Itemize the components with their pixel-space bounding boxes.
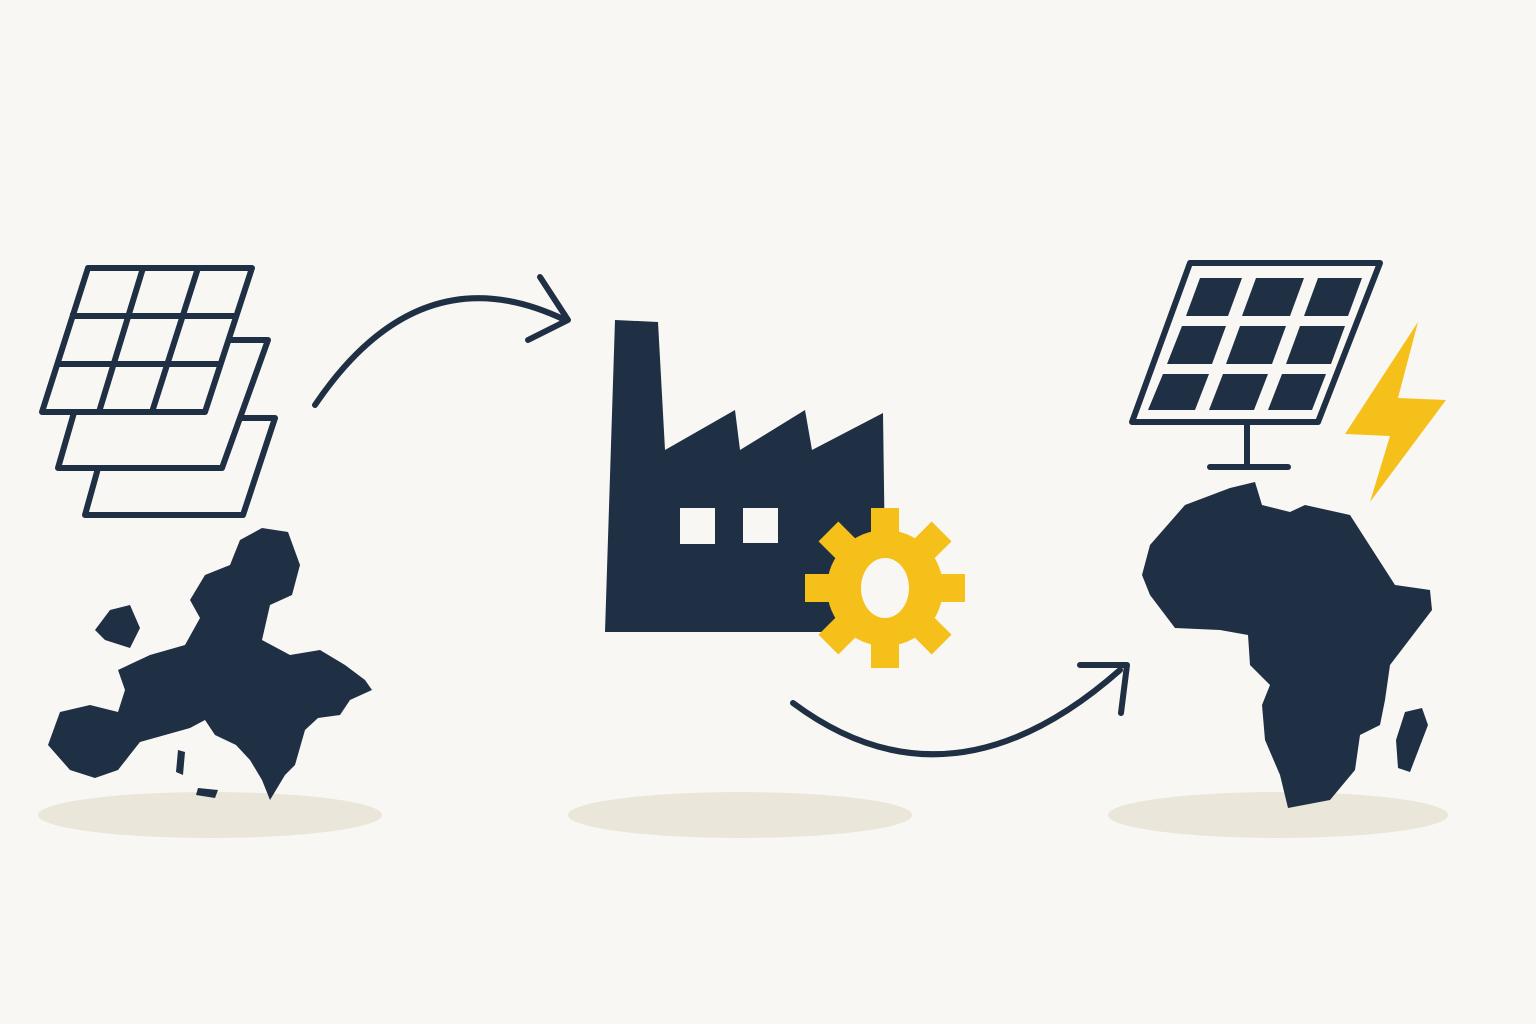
factory-window	[743, 508, 778, 543]
africa-map-icon	[1142, 482, 1432, 808]
shadow-center	[568, 792, 912, 838]
factory-icon	[605, 320, 886, 632]
curved-arrow-icon	[312, 274, 571, 408]
stacked-solar-panels-icon	[39, 265, 278, 518]
curved-arrow-icon	[790, 662, 1130, 758]
gear-icon	[805, 508, 965, 668]
shadow-left	[38, 792, 382, 838]
solar-panel-icon	[1129, 260, 1383, 470]
lightning-bolt-icon	[1345, 322, 1446, 502]
europe-map-icon	[48, 528, 372, 800]
factory-window	[680, 508, 715, 544]
shadow-right	[1108, 792, 1448, 838]
